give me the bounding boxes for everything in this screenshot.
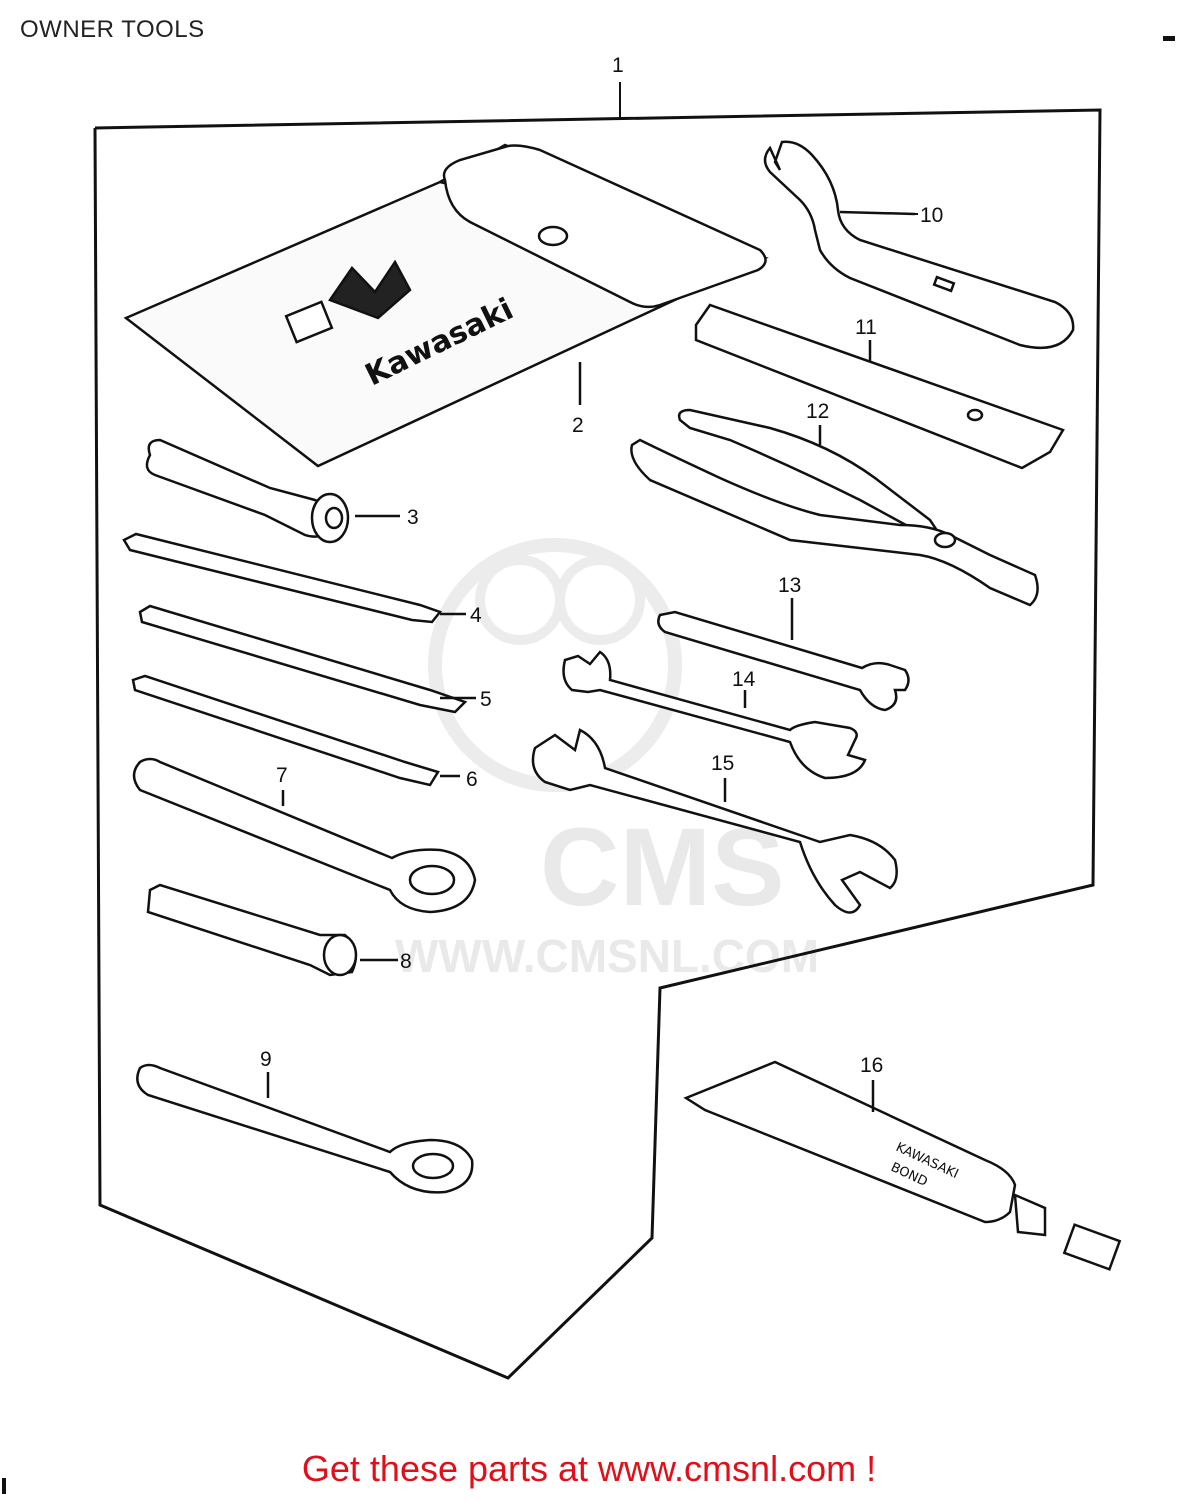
toolkit-outline	[93, 108, 1102, 1380]
callout-13: 13	[778, 574, 801, 597]
pliers	[630, 408, 1039, 607]
callout-3: 3	[407, 506, 419, 529]
callout-11: 11	[855, 316, 877, 339]
callout-4: 4	[470, 604, 482, 627]
hook-spanner	[763, 140, 1075, 350]
edge-mark-right	[1163, 36, 1175, 41]
callout-5: 5	[480, 688, 492, 711]
callout-15: 15	[711, 752, 734, 775]
spanner-wrench	[136, 1063, 474, 1194]
watermark-logo: CMS WWW.CMSNL.COM	[395, 538, 819, 982]
callout-14: 14	[732, 668, 756, 691]
callout-16: 16	[860, 1054, 883, 1077]
callout-7: 7	[276, 764, 288, 787]
watermark-url-text: WWW.CMSNL.COM	[395, 930, 819, 982]
bond-tube	[683, 1060, 1122, 1271]
callout-12: 12	[806, 400, 829, 423]
page-title: OWNER TOOLS	[20, 16, 205, 43]
callout-10: 10	[920, 204, 943, 227]
callout-2: 2	[572, 414, 584, 437]
screwdriver-handle	[145, 438, 400, 544]
callout-6: 6	[466, 768, 478, 791]
callout-9: 9	[260, 1048, 272, 1071]
open-wrench-medium	[562, 650, 867, 780]
open-wrench-small	[657, 598, 910, 712]
screwdriver-blades	[122, 532, 476, 787]
tool-bag	[123, 143, 769, 468]
open-wrench-large	[531, 728, 898, 914]
callout-1: 1	[612, 54, 624, 77]
socket-extension	[146, 883, 398, 977]
flat-bar-tool	[694, 303, 1065, 470]
box-wrench-large	[132, 757, 477, 914]
footer-link-text[interactable]: Get these parts at www.cmsnl.com !	[301, 1448, 877, 1489]
edge-mark-left	[2, 1478, 6, 1494]
callout-8: 8	[400, 950, 412, 973]
